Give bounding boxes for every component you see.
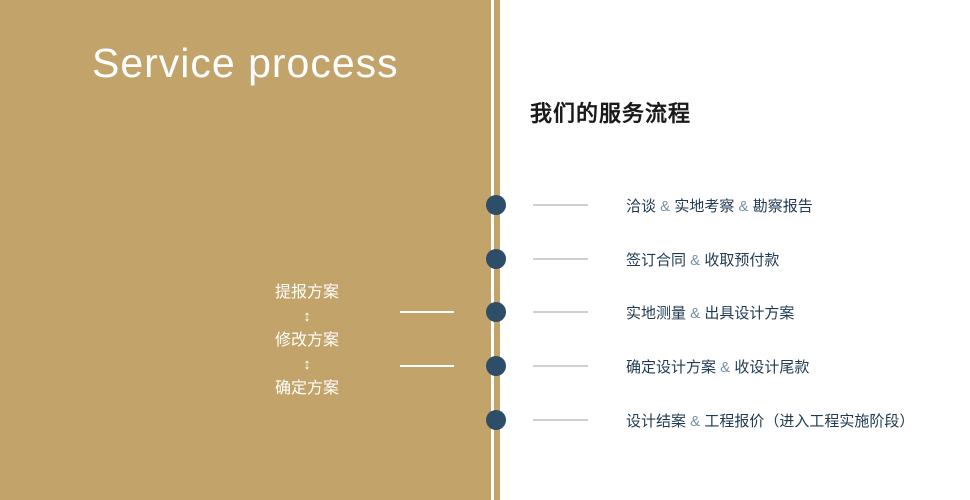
flow-row: 确定设计方案 & 收设计尾款: [533, 355, 809, 377]
up-down-arrow-icon: ↕: [303, 308, 311, 325]
revision-steps: 提报方案 ↕ 修改方案 ↕ 确定方案: [262, 282, 352, 400]
ampersand: &: [720, 358, 731, 376]
connector-line: [533, 311, 588, 313]
connector-line-left: [400, 365, 454, 367]
ampersand: &: [660, 197, 671, 215]
step-label-propose: 提报方案: [274, 284, 339, 301]
up-down-arrow-icon: ↕: [303, 356, 311, 373]
ampersand: &: [738, 197, 749, 215]
flow-step-text: 确定设计方案 & 收设计尾款: [626, 358, 810, 376]
flow-step-text: 签订合同 & 收取预付款: [626, 251, 780, 269]
step-label-modify: 修改方案: [274, 332, 339, 349]
connector-line: [533, 419, 588, 421]
ampersand: &: [690, 251, 701, 269]
timeline-dot: [486, 195, 506, 215]
ampersand: &: [690, 304, 701, 322]
timeline-dot: [486, 249, 506, 269]
connector-line: [533, 204, 588, 206]
ampersand: &: [690, 412, 701, 430]
flow-row: 签订合同 & 收取预付款: [533, 248, 779, 270]
page-title-en: Service process: [92, 40, 399, 86]
flow-row: 设计结案 & 工程报价（进入工程实施阶段）: [533, 409, 914, 431]
connector-line-left: [400, 311, 454, 313]
flow-row: 实地测量 & 出具设计方案: [533, 301, 794, 323]
flow-step-text: 设计结案 & 工程报价（进入工程实施阶段）: [626, 412, 915, 430]
flow-step-text: 实地测量 & 出具设计方案: [626, 304, 795, 322]
flow-row: 洽谈 & 实地考察 & 勘察报告: [533, 194, 813, 216]
timeline-dot: [486, 410, 506, 430]
timeline-dot: [486, 356, 506, 376]
connector-line: [533, 258, 588, 260]
page-title-cn: 我们的服务流程: [530, 101, 692, 126]
flow-step-text: 洽谈 & 实地考察 & 勘察报告: [626, 197, 813, 215]
connector-line: [533, 365, 588, 367]
left-gold-panel: Service process 提报方案 ↕ 修改方案 ↕ 确定方案: [0, 0, 491, 500]
step-label-confirm: 确定方案: [274, 380, 339, 397]
timeline-dot: [486, 302, 506, 322]
